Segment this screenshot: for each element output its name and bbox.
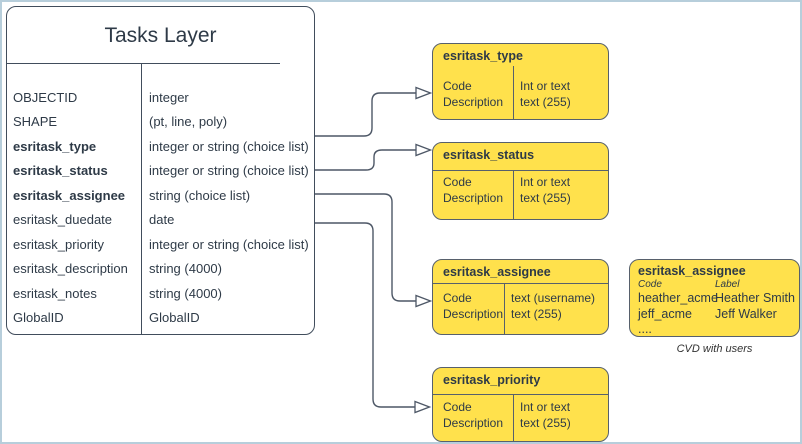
field-name: esritask_notes [13,285,97,301]
field-name: OBJECTID [13,89,78,105]
connector-esritask-status [315,149,416,171]
domain-cell: Code [443,291,472,305]
domain-cell: Description [443,415,504,430]
domain-cell: text (255) [520,415,571,430]
field-type: date [149,212,175,228]
cvd-label: Heather Smith [715,291,795,305]
connector-arrowhead-icon [414,400,432,414]
domain-cell: text (username) [511,291,596,305]
field-name: esritask_priority [13,236,105,252]
field-row-esritask-type: esritask_type integer or string (choice … [7,134,314,159]
domain-title-separator [432,170,609,171]
field-row-esritask-notes: esritask_notes string (4000) [7,281,314,306]
field-type: GlobalID [149,310,200,326]
domain-cell: Code [443,400,472,414]
domain-column-divider [513,66,514,119]
domain-title: esritask_status [443,148,535,162]
field-name: GlobalID [13,310,64,326]
field-type: string (choice list) [149,187,251,203]
domain-left-column: Code Description [443,400,503,431]
cvd-row: .... [638,322,795,338]
field-type: string (4000) [149,285,222,301]
domain-cell: text (255) [511,306,562,321]
connector-arrowhead-icon [415,294,433,308]
domain-cell: text (255) [520,190,571,205]
cvd-row: heather_acme Heather Smith [638,291,795,307]
cvd-title: esritask_assignee [638,264,746,278]
domain-right-column: text (username) text (255) [511,291,595,322]
domain-column-divider [513,170,514,219]
field-type: integer or string (choice list) [149,236,309,252]
cvd-caption: CVD with users [676,343,753,355]
connector-esritask-priority [315,222,415,408]
cvd-code: .... [638,322,652,336]
domain-cell: Code [443,79,472,93]
domain-cell: Code [443,175,472,189]
cvd-box-esritask-assignee: esritask_assignee Code Label heather_acm… [629,259,800,337]
domain-cell: Int or text [520,79,571,93]
domain-cell: text (255) [520,94,571,109]
field-name: esritask_type [13,138,97,154]
domain-right-column: Int or text text (255) [520,79,571,110]
field-name: esritask_assignee [13,187,126,203]
domain-title: esritask_priority [443,373,541,387]
domain-cell: Int or text [520,400,571,414]
domain-cell: Description [443,94,504,109]
domain-title-separator [432,394,609,395]
field-name: esritask_description [13,261,128,277]
field-row-objectid: OBJECTID integer [7,85,314,110]
domain-right-column: Int or text text (255) [520,175,571,206]
connector-arrowhead-icon [415,86,433,100]
entity-field-list: OBJECTID integer SHAPE (pt, line, poly) … [7,85,314,330]
field-row-esritask-description: esritask_description string (4000) [7,257,314,282]
domain-title-separator [432,283,609,284]
domain-column-divider [513,394,514,441]
cvd-row-list: heather_acme Heather Smith jeff_acme Jef… [638,291,795,338]
entity-title: Tasks Layer [104,24,217,47]
field-type: integer or string (choice list) [149,138,309,154]
entity-title-separator [7,63,280,64]
cvd-header-code: Code [638,279,662,290]
domain-box-esritask-status: esritask_status Code Description Int or … [432,142,609,220]
cvd-code: jeff_acme [638,306,692,321]
cvd-header-label: Label [715,279,740,290]
domain-cell: Description [443,190,504,205]
connector-arrowhead-icon [415,143,433,157]
field-type: integer or string (choice list) [149,163,309,179]
domain-box-esritask-type: esritask_type Code Description Int or te… [432,43,609,120]
domain-title: esritask_type [443,49,523,63]
field-row-esritask-assignee: esritask_assignee string (choice list) [7,183,314,208]
connector-esritask-assignee [315,193,416,302]
domain-right-column: Int or text text (255) [520,400,571,431]
entity-column-divider [141,63,142,334]
domain-column-divider [504,283,505,334]
field-row-esritask-status: esritask_status integer or string (choic… [7,159,314,184]
field-type: string (4000) [149,261,222,277]
field-row-shape: SHAPE (pt, line, poly) [7,110,314,135]
field-row-esritask-priority: esritask_priority integer or string (cho… [7,232,314,257]
cvd-label: Jeff Walker [715,306,777,321]
cvd-row: jeff_acme Jeff Walker [638,307,795,323]
field-name: esritask_status [13,163,108,179]
cvd-column-headers: Code Label [638,279,793,290]
tasks-layer-entity: Tasks Layer OBJECTID integer SHAPE (pt, … [6,6,315,335]
domain-left-column: Code Description [443,175,503,206]
domain-cell: Int or text [520,175,571,189]
field-type: integer [149,89,189,105]
domain-title: esritask_assignee [443,265,551,279]
domain-left-column: Code Description [443,79,503,110]
field-name: SHAPE [13,114,58,130]
cvd-code: heather_acme [638,291,718,305]
domain-box-esritask-priority: esritask_priority Code Description Int o… [432,367,609,442]
field-type: (pt, line, poly) [149,114,228,130]
field-row-esritask-duedate: esritask_duedate date [7,208,314,233]
field-row-globalid: GlobalID GlobalID [7,306,314,331]
domain-left-column: Code Description [443,291,503,322]
connector-esritask-type [315,92,416,137]
domain-cell: Description [443,306,504,321]
field-name: esritask_duedate [13,212,113,228]
domain-box-esritask-assignee: esritask_assignee Code Description text … [432,259,609,335]
